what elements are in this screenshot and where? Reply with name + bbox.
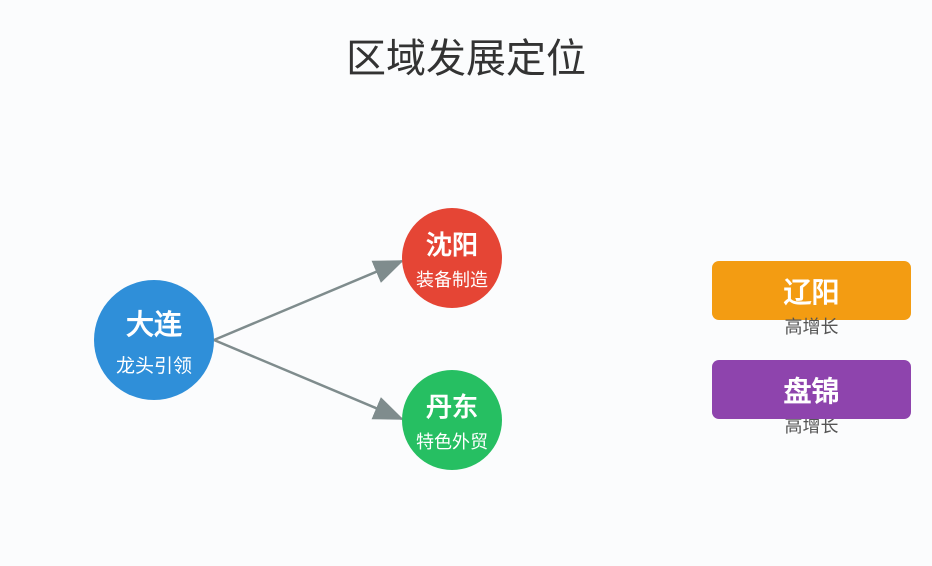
node-dandong: 丹东 特色外贸 <box>402 370 502 470</box>
box-panjin: 盘锦 <box>712 360 911 419</box>
node-name: 丹东 <box>425 392 478 423</box>
node-name: 大连 <box>125 307 182 341</box>
box-name: 盘锦 <box>783 374 840 408</box>
edge-dalian-dandong <box>213 338 404 421</box>
box-note: 高增长 <box>784 317 839 338</box>
edge-dalian-shenyang <box>213 259 404 342</box>
node-dalian: 大连 龙头引领 <box>94 280 214 400</box>
box-name: 辽阳 <box>783 275 840 309</box>
node-name: 沈阳 <box>425 230 478 261</box>
node-role: 龙头引领 <box>115 354 192 377</box>
node-role: 特色外贸 <box>416 431 488 453</box>
node-shenyang: 沈阳 装备制造 <box>402 208 502 308</box>
node-role: 装备制造 <box>416 269 488 291</box>
box-note: 高增长 <box>784 416 839 437</box>
box-liaoyang: 辽阳 <box>712 261 911 320</box>
diagram-title: 区域发展定位 <box>346 36 586 82</box>
